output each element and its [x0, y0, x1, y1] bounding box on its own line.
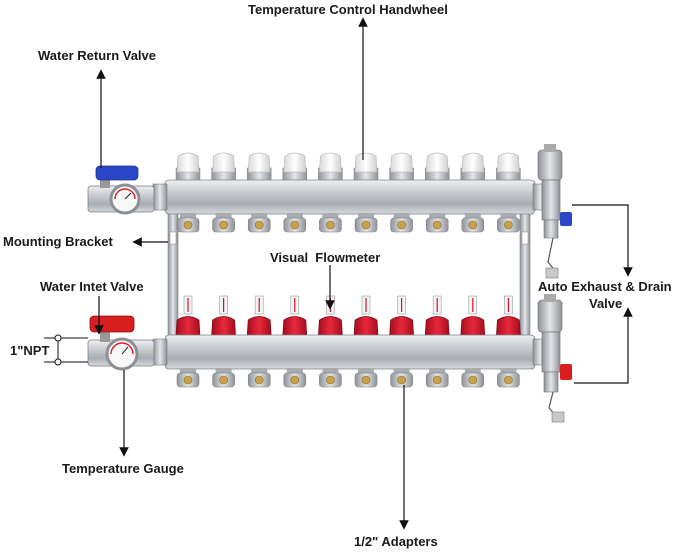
- label-gauge: Temperature Gauge: [62, 461, 184, 476]
- adapter-fitting: [177, 213, 199, 232]
- adapter-fitting: [319, 368, 341, 387]
- blue-drain-cap: [560, 212, 572, 226]
- adapter-fitting: [391, 213, 413, 232]
- handwheel-caps: [176, 153, 520, 182]
- label-auto-exhaust-line1: Auto Exhaust & Drain: [538, 279, 672, 294]
- handwheel-cap: [425, 153, 449, 182]
- auto-exhaust-valve-bottom: [538, 294, 572, 422]
- arrow-auto-exhaust-bottom: [574, 312, 628, 383]
- label-inlet-valve: Water Intet Valve: [40, 279, 144, 294]
- handwheel-cap: [212, 153, 236, 182]
- auto-exhaust-valve-top: [538, 144, 572, 278]
- flowmeter: [496, 296, 520, 336]
- adapter-fitting: [462, 213, 484, 232]
- flowmeter: [176, 296, 200, 336]
- label-auto-exhaust-line2: Valve: [589, 296, 622, 311]
- flowmeter: [461, 296, 485, 336]
- adapter-fitting: [213, 213, 235, 232]
- adapter-fitting: [284, 213, 306, 232]
- handwheel-cap: [390, 153, 414, 182]
- label-adapters: 1/2" Adapters: [354, 534, 438, 549]
- label-mounting-bracket: Mounting Bracket: [3, 234, 113, 249]
- adapter-fitting: [355, 368, 377, 387]
- handwheel-cap: [176, 153, 200, 182]
- adapter-fitting: [355, 213, 377, 232]
- bottom-adapters: [177, 368, 519, 387]
- handwheel-cap: [318, 153, 342, 182]
- label-flowmeter: Visual Flowmeter: [270, 250, 380, 265]
- adapter-fitting: [426, 368, 448, 387]
- flowmeter: [354, 296, 378, 336]
- label-npt: 1"NPT: [10, 343, 49, 358]
- adapter-fitting: [248, 213, 270, 232]
- supply-manifold-bar: [165, 180, 535, 214]
- adapter-fitting: [426, 213, 448, 232]
- handwheel-cap: [283, 153, 307, 182]
- adapter-fitting: [497, 213, 519, 232]
- handwheel-cap: [496, 153, 520, 182]
- red-valve-handle: [90, 316, 134, 332]
- adapter-fitting: [391, 368, 413, 387]
- flowmeter: [283, 296, 307, 336]
- adapter-fitting: [284, 368, 306, 387]
- flowmeters: [176, 296, 520, 336]
- water-inlet-valve: [88, 316, 154, 369]
- water-return-valve: [88, 166, 154, 213]
- adapter-fitting: [497, 368, 519, 387]
- adapter-fitting: [213, 368, 235, 387]
- flowmeter: [390, 296, 414, 336]
- flowmeter: [212, 296, 236, 336]
- handwheel-cap: [461, 153, 485, 182]
- npt-dimension-marker: [44, 335, 88, 365]
- label-handwheel: Temperature Control Handwheel: [248, 2, 448, 17]
- handwheel-cap: [354, 153, 378, 182]
- return-manifold-bar: [165, 335, 535, 369]
- handwheel-cap: [247, 153, 271, 182]
- flowmeter: [247, 296, 271, 336]
- adapter-fitting: [248, 368, 270, 387]
- blue-valve-handle: [96, 166, 138, 180]
- arrow-auto-exhaust-top: [572, 205, 628, 272]
- label-return-valve: Water Return Valve: [38, 48, 156, 63]
- adapter-fitting: [462, 368, 484, 387]
- red-drain-cap: [560, 364, 572, 380]
- flowmeter: [425, 296, 449, 336]
- adapter-fitting: [177, 368, 199, 387]
- adapter-fitting: [319, 213, 341, 232]
- top-adapters: [177, 213, 519, 232]
